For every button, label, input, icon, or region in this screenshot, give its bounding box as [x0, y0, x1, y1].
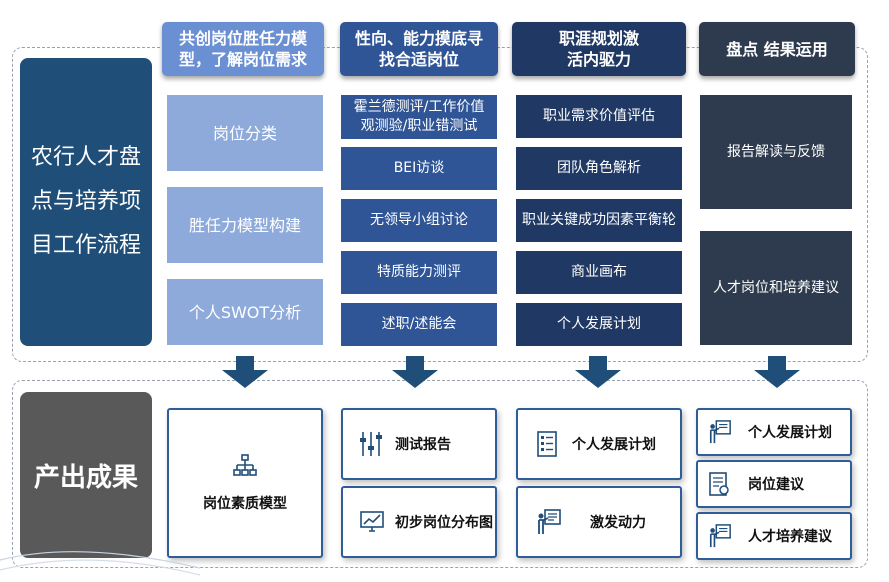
down-arrow-icon	[392, 356, 438, 388]
column-3-item: 职业关键成功因素平衡轮	[516, 199, 682, 242]
document-icon	[709, 472, 729, 496]
output-label: 测试报告	[395, 437, 451, 453]
decorative-swoosh	[0, 551, 200, 576]
column-3-item: 个人发展计划	[516, 303, 682, 346]
output-card-1: 岗位素质模型	[167, 408, 323, 558]
output-label: 岗位建议	[748, 477, 804, 493]
output-card-4b: 岗位建议	[696, 460, 852, 508]
column-1-item: 胜任力模型构建	[167, 187, 323, 263]
checklist-icon	[537, 431, 557, 457]
column-2-item: 霍兰德测评/工作价值观测验/职业错测试	[341, 95, 497, 139]
output-container	[12, 380, 868, 568]
process-title-box: 农行人才盘点与培养项目工作流程	[20, 58, 152, 346]
output-label: 初步岗位分布图	[395, 515, 493, 531]
output-card-3a: 个人发展计划	[516, 408, 682, 480]
output-label: 人才培养建议	[748, 529, 832, 545]
process-title: 农行人才盘点与培养项目工作流程	[30, 145, 141, 258]
org-chart-icon	[233, 454, 257, 476]
column-1-item: 岗位分类	[167, 95, 323, 171]
column-1-item: 个人SWOT分析	[167, 279, 323, 345]
down-arrow-icon	[575, 356, 621, 388]
column-4-item: 报告解读与反馈	[700, 95, 852, 209]
down-arrow-icon	[754, 356, 800, 388]
presenter-icon	[709, 420, 731, 444]
column-3-header: 职涯规划激活内驱力	[512, 22, 686, 76]
output-card-3b: 激发动力	[516, 486, 682, 558]
column-4-header: 盘点 结果运用	[699, 22, 855, 76]
output-card-2b: 初步岗位分布图	[341, 486, 497, 558]
output-card-2a: 测试报告	[341, 408, 497, 480]
presenter-icon	[709, 524, 731, 548]
column-2-item: BEI访谈	[341, 147, 497, 190]
column-3-item: 职业需求价值评估	[516, 95, 682, 138]
output-card-4a: 个人发展计划	[696, 408, 852, 456]
column-3-item: 商业画布	[516, 251, 682, 294]
column-2-item: 无领导小组讨论	[341, 199, 497, 242]
sliders-icon	[360, 432, 382, 456]
presenter-icon	[538, 509, 561, 534]
output-card-4c: 人才培养建议	[696, 512, 852, 560]
output-label: 岗位素质模型	[203, 496, 287, 512]
column-2-item: 特质能力测评	[341, 251, 497, 294]
output-label: 激发动力	[590, 515, 646, 531]
column-3-item: 团队角色解析	[516, 147, 682, 190]
output-title-box: 产出成果	[20, 392, 152, 558]
output-label: 个人发展计划	[572, 437, 656, 453]
column-1-header: 共创岗位胜任力模型，了解岗位需求	[162, 22, 324, 76]
output-title: 产出成果	[33, 462, 138, 493]
output-label: 个人发展计划	[748, 425, 832, 441]
column-4-item: 人才岗位和培养建议	[700, 231, 852, 345]
column-2-header: 性向、能力摸底寻找合适岗位	[340, 22, 498, 76]
column-2-item: 述职/述能会	[341, 303, 497, 346]
monitor-chart-icon	[360, 511, 384, 532]
down-arrow-icon	[222, 356, 268, 388]
